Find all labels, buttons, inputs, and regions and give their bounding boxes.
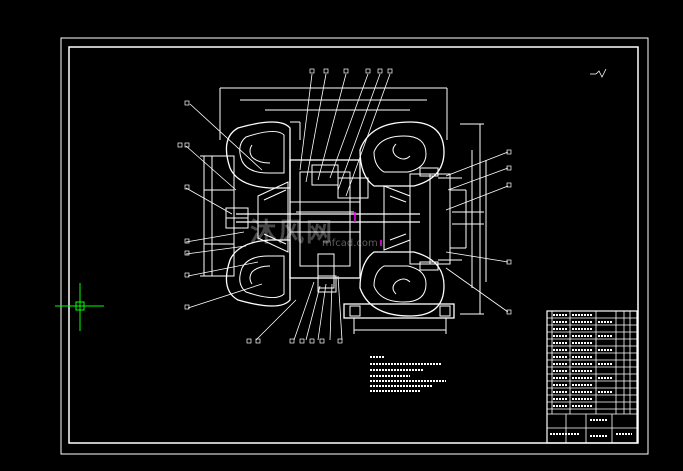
title-block-text <box>550 314 632 437</box>
technical-requirements-block <box>370 356 446 392</box>
crosshair-cursor-icon[interactable] <box>55 283 104 331</box>
turbocharger-section <box>200 87 487 334</box>
part-leader-lines <box>185 73 509 341</box>
part-number-balloons <box>177 68 512 344</box>
inner-drawing-frame <box>68 46 639 444</box>
title-block <box>546 310 638 444</box>
highlight-marks <box>354 212 382 246</box>
outer-sheet-border <box>60 37 649 455</box>
roughness-symbol <box>590 68 607 78</box>
